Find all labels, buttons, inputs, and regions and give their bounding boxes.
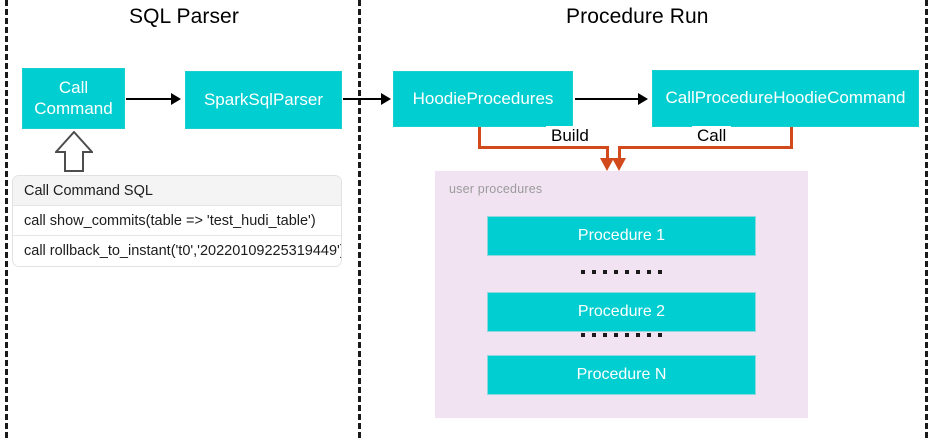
connector-call-vertical-right [790, 127, 793, 149]
dot-icon [614, 270, 618, 274]
up-arrow-icon [55, 131, 93, 172]
connector-build-horizontal [478, 146, 609, 149]
dot-icon [625, 333, 629, 337]
ellipsis-dots [487, 329, 756, 341]
node-spark-sql-parser[interactable]: SparkSqlParser [185, 71, 342, 129]
divider-dashed-right [925, 0, 928, 438]
dot-icon [658, 270, 662, 274]
dot-icon [592, 270, 596, 274]
user-procedures-label: user procedures [449, 182, 543, 196]
dot-icon [581, 333, 585, 337]
divider-dashed-middle [358, 0, 361, 438]
dot-icon [614, 333, 618, 337]
arrow-hoodie-procedures-to-call-procedure-hoodie-command [575, 98, 640, 100]
procedure-item-1[interactable]: Procedure 1 [487, 216, 756, 256]
divider-dashed-left [5, 0, 8, 438]
arrowhead-icon [638, 93, 648, 105]
edge-label-call: Call [692, 126, 732, 146]
connector-call-vertical-down [618, 146, 621, 162]
connector-build-arrowhead-icon [600, 158, 614, 171]
user-procedures-panel: user procedures Procedure 1 Procedure 2 … [435, 171, 808, 418]
sql-table-header: Call Command SQL [13, 176, 341, 206]
arrow-spark-sql-parser-to-hoodie-procedures [343, 98, 384, 100]
node-call-command[interactable]: Call Command [22, 68, 125, 129]
procedure-item-n[interactable]: Procedure N [487, 355, 756, 395]
connector-build-vertical-left [478, 127, 481, 149]
dot-icon [625, 270, 629, 274]
dot-icon [592, 333, 596, 337]
dot-icon [647, 270, 651, 274]
node-hoodie-procedures[interactable]: HoodieProcedures [393, 71, 573, 127]
dot-icon [647, 333, 651, 337]
procedure-item-2[interactable]: Procedure 2 [487, 292, 756, 332]
connector-call-arrowhead-icon [612, 158, 626, 171]
node-call-command-line2: Command [34, 98, 113, 118]
dot-icon [603, 333, 607, 337]
arrowhead-icon [381, 93, 391, 105]
section-title-procedure-run: Procedure Run [566, 5, 709, 28]
dot-icon [603, 270, 607, 274]
ellipsis-dots [487, 266, 756, 278]
sql-table-row: call rollback_to_instant('t0','202201092… [13, 236, 341, 266]
arrow-call-command-to-spark-sql-parser [126, 98, 174, 100]
section-title-sql-parser: SQL Parser [129, 5, 239, 28]
connector-call-horizontal [618, 146, 793, 149]
node-call-command-line1: Call [58, 78, 89, 98]
arrowhead-icon [171, 93, 181, 105]
dot-icon [636, 333, 640, 337]
dot-icon [636, 270, 640, 274]
sql-table-row: call show_commits(table => 'test_hudi_ta… [13, 206, 341, 236]
dot-icon [658, 333, 662, 337]
dot-icon [581, 270, 585, 274]
edge-label-build: Build [546, 126, 594, 146]
connector-build-vertical-down [606, 146, 609, 162]
node-call-procedure-hoodie-command[interactable]: CallProcedureHoodieCommand [652, 70, 919, 127]
call-command-sql-table: Call Command SQL call show_commits(table… [13, 176, 341, 266]
